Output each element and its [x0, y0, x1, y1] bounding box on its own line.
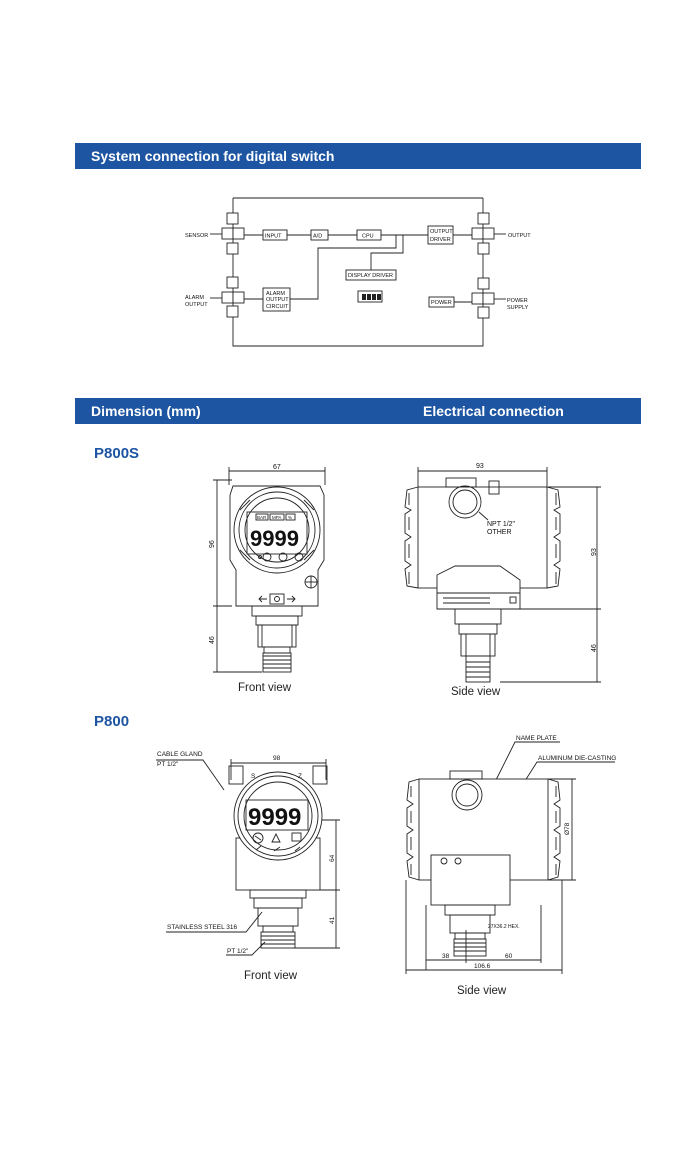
p800-cable-gland-1: CABLE GLAND	[157, 751, 203, 758]
section-title-electrical: Electrical connection	[423, 403, 564, 419]
model-label-p800s: P800S	[94, 445, 140, 462]
label-alarm-circuit-3: CIRCUIT	[266, 304, 289, 310]
p800s-display-digits: 9999	[250, 526, 299, 551]
label-output: OUTPUT	[508, 233, 531, 239]
p800-side-view	[405, 741, 615, 974]
p800-side-caption: Side view	[457, 985, 507, 997]
p800s-side-view	[404, 467, 601, 683]
label-alarm-circuit-2: OUTPUT	[266, 297, 289, 303]
p800-dir-s: S	[251, 773, 256, 780]
p800-display-digits: 9999	[248, 804, 301, 831]
section-header-system: System connection for digital switch	[75, 143, 641, 169]
label-display-driver: DISPLAY DRIVER	[348, 273, 393, 279]
label-ad: A/D	[313, 234, 322, 240]
p800-stainless: STAINLESS STEEL 316	[167, 924, 237, 931]
p800s-side-width: 93	[476, 463, 484, 470]
p800-dim-total: 106.6	[474, 963, 491, 970]
label-alarm-circuit-1: ALARM	[266, 291, 285, 297]
p800s-front-height-top: 96	[209, 540, 216, 548]
p800-front-view	[156, 759, 340, 956]
label-alarm-output-1: ALARM	[185, 295, 204, 301]
p800-dim-60: 60	[505, 953, 513, 960]
p800s-key-percent: %	[288, 515, 292, 520]
p800s-front-caption: Front view	[238, 682, 292, 694]
p800s-side-caption: Side view	[451, 686, 501, 698]
section-title-dimension: Dimension (mm)	[91, 403, 201, 419]
p800-front-width: 98	[273, 755, 281, 762]
p800-front-caption: Front view	[244, 970, 298, 982]
p800s-key-bar: BAR	[257, 515, 267, 520]
label-power: POWER	[431, 300, 452, 306]
p800-front-height-top: 64	[329, 854, 336, 862]
section-title-system: System connection for digital switch	[91, 148, 335, 164]
p800-front-height-bottom: 41	[329, 916, 336, 924]
p800s-npt-2: OTHER	[487, 529, 512, 536]
p800-hex: 27X36.2 HEX.	[488, 924, 520, 930]
p800-cable-gland-2: PT 1/2"	[157, 761, 179, 768]
section-header-dimension: Dimension (mm) Electrical connection	[75, 398, 641, 424]
p800s-side-height-top: 93	[591, 548, 598, 556]
label-sensor: SENSOR	[185, 233, 208, 239]
p800s-front-width: 67	[273, 464, 281, 471]
p800s-front-height-bottom: 46	[209, 636, 216, 644]
p800-phi: Ø78	[564, 822, 571, 835]
p800-dim-38: 38	[442, 953, 450, 960]
p800s-side-height-bottom: 46	[591, 644, 598, 652]
p800s-key-mpa: MPA	[272, 515, 281, 520]
model-label-p800: P800	[94, 713, 130, 730]
label-output-driver-2: DRIVER	[430, 237, 451, 243]
label-power-supply-2: SUPPLY	[507, 305, 529, 311]
p800s-front-view	[213, 467, 326, 673]
p800-pt: PT 1/2"	[227, 948, 249, 955]
label-cpu: CPU	[362, 234, 374, 240]
p800-dir-z: Z	[298, 773, 302, 780]
p800s-npt-1: NPT 1/2"	[487, 521, 516, 528]
label-alarm-output-2: OUTPUT	[185, 302, 208, 308]
label-output-driver-1: OUTPUT	[430, 229, 453, 235]
p800-name-plate: NAME PLATE	[516, 735, 557, 742]
p800-die-casting: ALUMINUM DIE-CASTING	[538, 755, 616, 762]
label-input: INPUT	[265, 234, 282, 240]
label-power-supply-1: POWER	[507, 298, 528, 304]
